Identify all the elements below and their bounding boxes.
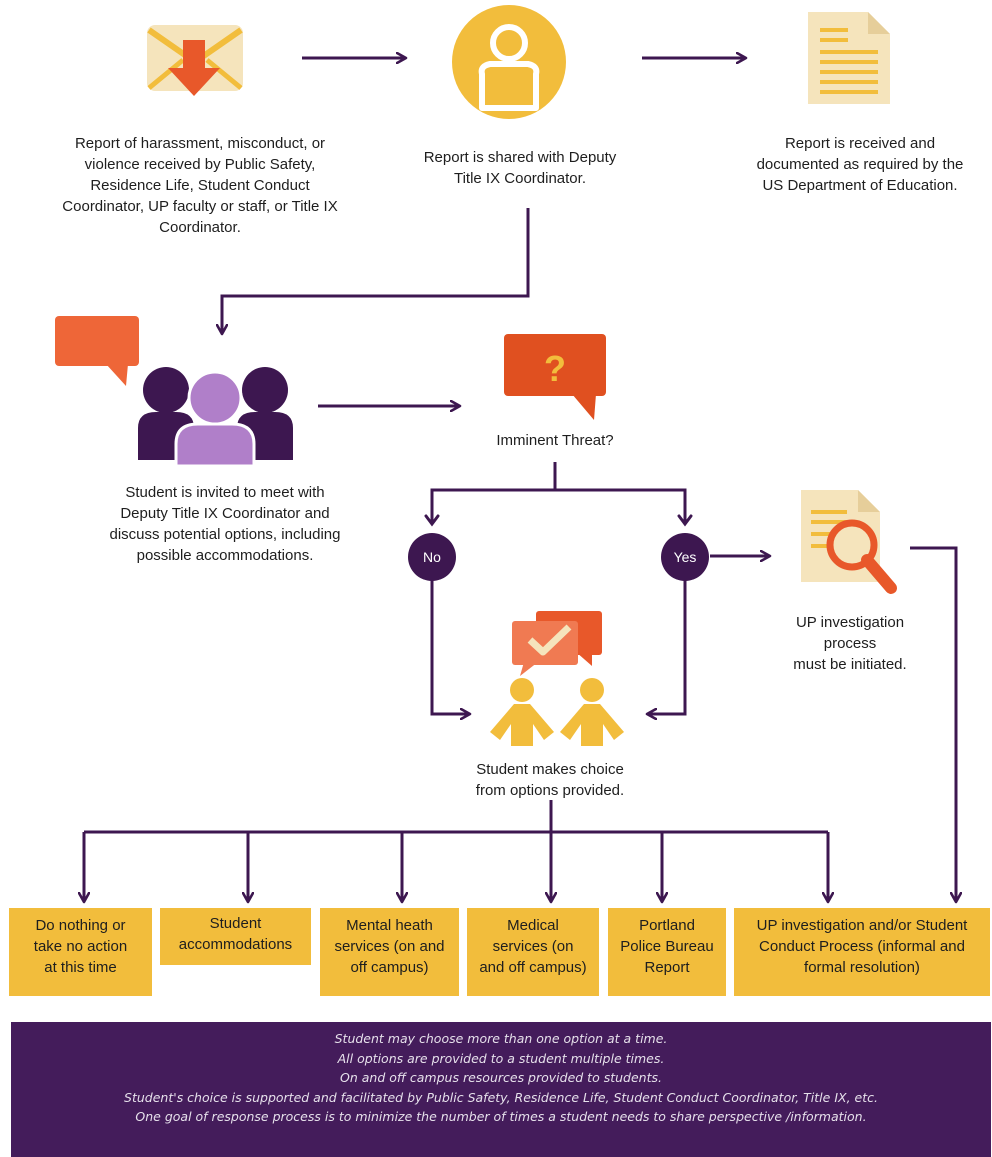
connectors	[84, 58, 956, 902]
arrow-yes-to-choice	[647, 580, 687, 714]
step-choice-text: Student makes choice from options provid…	[475, 761, 625, 799]
option-label: Portland Police Bureau Report	[620, 917, 714, 976]
step-shared-text: Report is shared with Deputy Title IX Co…	[423, 149, 617, 187]
arrow-shared-to-meet	[222, 208, 530, 334]
option-student-accommodations: Student accommodations	[160, 908, 311, 965]
document-search-icon	[801, 490, 897, 594]
step-documented-text: Report is received and documented as req…	[756, 135, 964, 194]
step-report-text: Report of harassment, misconduct, or vio…	[62, 135, 338, 236]
footer-line: Student may choose more than one option …	[334, 1031, 668, 1046]
option-do-nothing: Do nothing or take no action at this tim…	[9, 908, 152, 996]
step-meet-text: Student is invited to meet with Deputy T…	[109, 484, 341, 564]
arrow-threat-branches	[430, 488, 687, 524]
chat-check-icon	[512, 611, 602, 676]
option-label: Medical services (on and off campus)	[479, 917, 587, 976]
question-bubble-icon: ?	[504, 334, 606, 420]
envelope-icon	[147, 25, 243, 96]
two-people-icon	[490, 678, 624, 746]
option-label: Student accommodations	[178, 915, 293, 953]
option-label: Do nothing or take no action at this tim…	[33, 917, 128, 976]
option-label: UP investigation and/or Student Conduct …	[756, 917, 968, 976]
footer-line: Student's choice is supported and facili…	[124, 1089, 878, 1105]
arrow-investigation-to-options	[910, 546, 956, 902]
option-label: Mental heath services (on and off campus…	[334, 917, 445, 976]
svg-text:?: ?	[544, 348, 566, 389]
step-investigation-text: UP investigation process must be initiat…	[793, 614, 907, 673]
footer-line: On and off campus resources provided to …	[340, 1070, 662, 1085]
option-police-report: Portland Police Bureau Report	[608, 908, 726, 996]
speech-bubble-icon	[55, 316, 139, 386]
footer-line: One goal of response process is to minim…	[135, 1109, 867, 1124]
step-threat-text: Imminent Threat?	[496, 432, 614, 449]
group-icon	[138, 367, 293, 468]
arrow-no-to-choice	[430, 580, 470, 714]
person-icon	[452, 5, 566, 119]
footer-line: All options are provided to a student mu…	[337, 1050, 665, 1066]
option-medical-services: Medical services (on and off campus)	[467, 908, 599, 996]
option-mental-health: Mental heath services (on and off campus…	[320, 908, 459, 996]
footer-notes: Student may choose more than one option …	[11, 1022, 991, 1157]
decision-yes: Yes	[661, 533, 709, 581]
decision-no: No	[408, 533, 456, 581]
option-up-investigation: UP investigation and/or Student Conduct …	[734, 908, 990, 996]
document-icon	[808, 12, 890, 104]
